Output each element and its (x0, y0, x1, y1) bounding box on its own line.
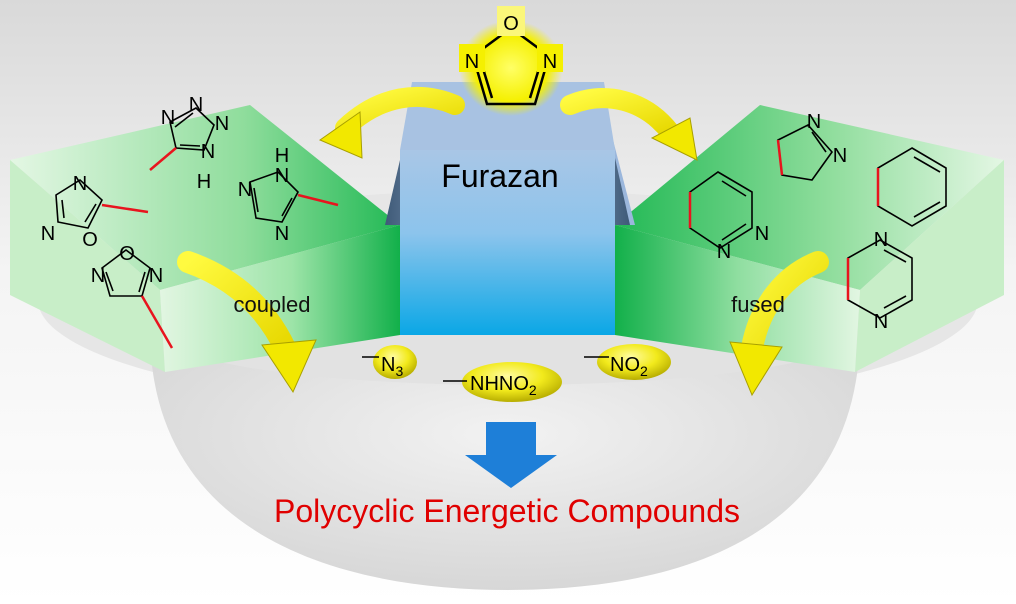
yellow-arrow-right (560, 88, 698, 161)
bottom-title: Polycyclic Energetic Compounds (274, 493, 740, 529)
yellow-arrow-left (318, 86, 465, 159)
atom-n: N (465, 51, 479, 73)
furazan-structure: N O N (459, 6, 563, 116)
nitro-group: NO2 (584, 344, 671, 380)
atom-n: N (201, 141, 215, 163)
atom-o: O (503, 13, 519, 35)
cyclohexadiene-structure (876, 147, 947, 227)
atom-n: N (833, 145, 847, 167)
tetrazole-structure (149, 107, 215, 171)
nitro-subscript: 2 (640, 363, 648, 379)
atom-n: N (41, 223, 55, 245)
oxadiazole-125-structure (101, 249, 174, 349)
nitramino-subscript: 2 (529, 382, 537, 398)
atom-n: N (543, 51, 557, 73)
atom-n: N (189, 94, 203, 116)
atom-h: H (197, 171, 211, 193)
coupled-block (10, 105, 400, 372)
atom-n: N (91, 265, 105, 287)
atom-n: N (275, 223, 289, 245)
yellow-arrow-down-left (177, 251, 317, 394)
nitro-main: NO (610, 354, 640, 376)
atom-n: N (238, 179, 252, 201)
azido-subscript: 3 (395, 363, 403, 379)
fused-label: fused (731, 292, 785, 317)
yellow-arrow-down-right (729, 251, 829, 397)
atom-n: N (717, 241, 731, 263)
atom-h: H (275, 145, 289, 167)
pyridazine-structure (688, 171, 753, 249)
coupled-label: coupled (233, 292, 310, 317)
atom-o: O (119, 243, 135, 265)
atom-o: O (82, 229, 98, 251)
atom-n: N (149, 265, 163, 287)
pyrazine-structure (846, 239, 913, 319)
atom-n: N (275, 165, 289, 187)
atom-n: N (874, 311, 888, 333)
atom-n: N (874, 229, 888, 251)
atom-n: N (807, 111, 821, 133)
furazan-pillar (385, 82, 635, 335)
nitramino-main: NHNO (470, 373, 529, 395)
nitramino-label: NHNO2 (470, 373, 537, 398)
atom-n: N (73, 173, 87, 195)
azido-main: N (381, 354, 395, 376)
nitro-label: NO2 (610, 354, 648, 379)
atom-n: N (215, 113, 229, 135)
triazole-structure (249, 171, 339, 223)
azido-label: N3 (381, 354, 403, 379)
azido-group: N3 (362, 345, 417, 379)
blue-down-arrow (465, 422, 557, 488)
pyrazoline-structure (776, 124, 834, 181)
atom-n: N (755, 223, 769, 245)
nitramino-group: NHNO2 (443, 362, 562, 402)
atom-n: N (161, 107, 175, 129)
furazan-label: Furazan (441, 158, 558, 194)
oxadiazole-124-structure (55, 179, 149, 229)
